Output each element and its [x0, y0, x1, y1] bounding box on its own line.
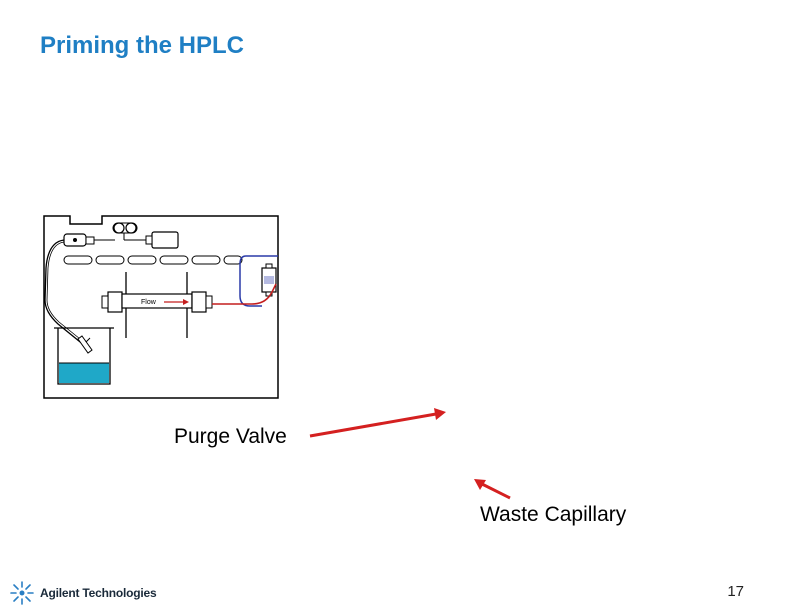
waste-capillary: [212, 283, 277, 305]
agilent-spark-icon: [10, 581, 34, 605]
valve-knob-right: [125, 222, 137, 234]
hplc-schematic: Flow: [43, 215, 279, 399]
purge-valve-label: Purge Valve: [174, 425, 287, 448]
page-number: 17: [727, 583, 744, 600]
pump-head-right: [191, 291, 207, 313]
purge-line: [239, 255, 278, 307]
brand-name: Agilent Technologies: [40, 586, 157, 600]
pill-slots: [63, 255, 243, 265]
purge-valve-arrow: [309, 412, 437, 438]
flow-label: Flow: [141, 299, 157, 306]
agilent-logo: Agilent Technologies: [10, 580, 157, 606]
waste-capillary-arrow: [481, 482, 511, 500]
pump-cylinder: [121, 293, 193, 309]
solvent-tubing: [44, 239, 91, 351]
inlet-filter: [77, 335, 93, 354]
waste-capillary-label: Waste Capillary: [480, 503, 627, 526]
valve-knob-left: [113, 222, 125, 234]
slide-title: Priming the HPLC: [40, 32, 245, 59]
solvent-bottle: [57, 328, 111, 385]
solvent-level: [59, 363, 109, 383]
filter-block: [151, 231, 179, 249]
pump-head-left: [107, 291, 123, 313]
